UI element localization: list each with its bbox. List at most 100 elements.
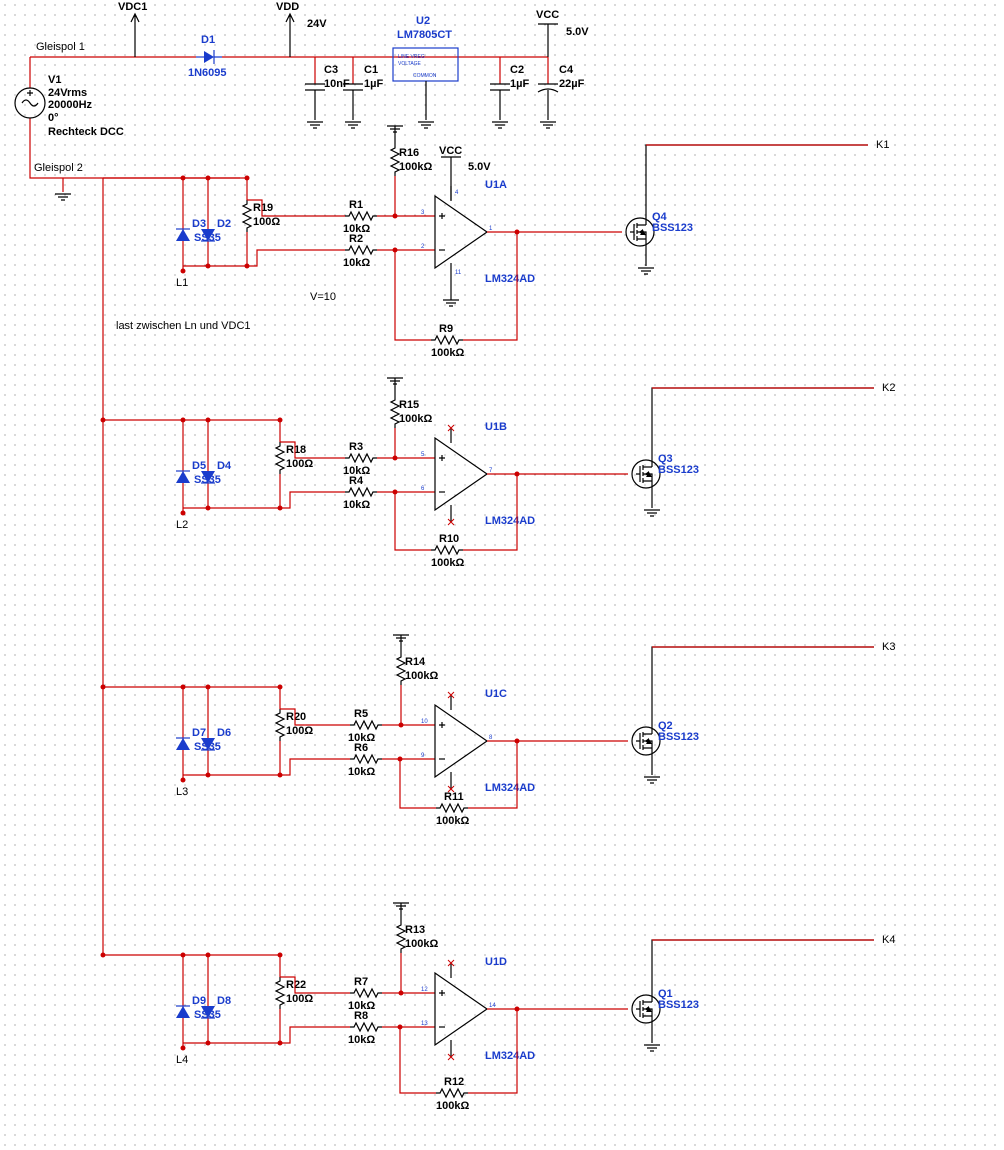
source-ref: V1 [48,74,61,86]
capacitor-c3: C3 10nF [305,57,350,129]
vdd-label: VDD [276,1,299,13]
vdd-terminal: VDD 24V [276,1,327,57]
junction-dot [205,1040,211,1046]
rin1-ref: R5 [354,708,368,720]
diode-part: SS35 [194,1009,221,1021]
diode-a-ref: D9 [192,995,206,1007]
opamp-pin-out: 1 [489,226,493,232]
capacitor-c2: C2 1µF [490,57,529,129]
rin1-ref: R7 [354,976,368,988]
input-resistor-minus [350,1021,382,1033]
junction-dot [392,213,398,219]
ground-resistor-body [395,653,407,685]
output-label: K4 [882,934,895,946]
capacitor-c4: C4 22µF [537,57,585,129]
u2-body-line3: COMMON [413,73,437,79]
c2-ref: C2 [510,64,524,76]
shunt-resistor-body [274,709,286,741]
rg-ref: R13 [405,924,425,936]
rin2-ref: R8 [354,1010,368,1022]
ground-symbol [644,1044,660,1052]
feedback-resistor-body [436,802,468,814]
diode-part: SS35 [194,741,221,753]
rg-value: 100kΩ [399,161,432,173]
opamp-part: LM324AD [485,515,535,527]
junction-dot [277,1040,283,1046]
vcc-opamp-label: VCC [439,145,462,157]
rg-value: 100kΩ [405,938,438,950]
shunt-value: 100Ω [286,993,313,1005]
shunt-ref: R19 [253,202,273,214]
input-resistor-plus [345,452,377,464]
diode-b-ref: D2 [217,218,231,230]
junction-dot [205,505,211,511]
rf-ref: R12 [444,1076,464,1088]
rf-ref: R10 [439,533,459,545]
c3-value: 10nF [324,78,350,90]
diode-b-ref: D8 [217,995,231,1007]
vcc-terminal-top: VCC 5.0V [536,9,589,57]
source-waveform: Rechteck DCC [48,126,124,138]
junction-dot [277,772,283,778]
shunt-value: 100Ω [253,216,280,228]
c1-ref: C1 [364,64,378,76]
fet-part: BSS123 [658,731,699,743]
ac-source-v1: V1 24Vrms 20000Hz 0° Rechteck DCC [14,74,124,138]
rin2-value: 10kΩ [343,499,370,511]
source-phase: 0° [48,112,59,124]
regulator-u2: U2 LM7805CT LINE VREG VOLTAGE COMMON [392,15,459,129]
rin2-ref: R4 [349,475,364,487]
load-label: L3 [176,786,188,798]
rg-ref: R15 [399,399,419,411]
fet-part: BSS123 [658,464,699,476]
ground-resistor-body [395,921,407,953]
junction-dot [244,175,250,181]
feedback-resistor: R10 100kΩ [392,471,520,569]
fet-ref: Q1 [658,988,673,1000]
rf-ref: R11 [444,791,464,803]
input-resistor-plus [350,987,382,999]
capacitor-c1: C1 1µF [343,57,383,129]
feedback-resistor-body [436,1087,468,1099]
rf-value: 100kΩ [431,557,464,569]
feedback-resistor: R11 100kΩ [397,738,520,827]
rg-ref: R16 [399,147,419,159]
junction-dot [277,505,283,511]
rf-value: 100kΩ [436,815,469,827]
source-frequency: 20000Hz [48,99,93,111]
shunt-ref: R22 [286,979,306,991]
rin1-ref: R3 [349,441,363,453]
junction-dot [244,263,250,269]
junction-dot [277,417,283,423]
input-resistor-plus [350,719,382,731]
opamp-pin-vcc: 4 [455,190,459,196]
opamp-pin-plus: 12 [421,987,428,993]
shunt-resistor-body [274,442,286,474]
shunt-resistor: R22 100Ω [274,955,313,1043]
junction-dot [397,1024,403,1030]
note-gain: V=10 [310,291,336,303]
rin1-value: 10kΩ [343,465,370,477]
rin2-ref: R2 [349,233,363,245]
opamp-part: LM324AD [485,1050,535,1062]
junction-dot [392,247,398,253]
fet-ref: Q4 [652,211,668,223]
rin1-ref: R1 [349,199,363,211]
gleispol1-label: Gleispol 1 [36,41,85,53]
rf-ref: R9 [439,323,453,335]
